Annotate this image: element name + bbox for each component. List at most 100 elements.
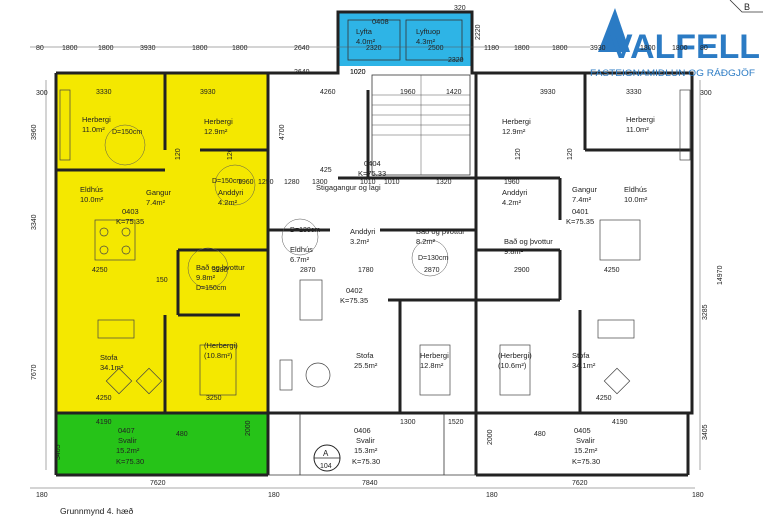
dim-text: 3285 (702, 304, 709, 320)
furniture (59, 89, 691, 396)
room-name: Stigagangur og lagi (316, 183, 381, 192)
dim-text: 1960 (400, 89, 416, 96)
dim-text: 2320 (366, 45, 382, 52)
room-area: 4.2m² (218, 198, 238, 207)
room-area: 15.3m² (354, 446, 378, 455)
dim-text: 480 (534, 431, 546, 438)
dim-text: 1800 (552, 45, 568, 52)
room-area: 11.0m² (82, 125, 105, 134)
dim-text: 2870 (424, 267, 440, 274)
dim-text: 3280 (212, 267, 228, 274)
circle-label: D=130cm (418, 255, 448, 262)
unit-labels: 0403 K=75.35 0404 K=75.33 0402 K=75.35 0… (116, 17, 600, 466)
dim-text: 120 (227, 148, 234, 160)
room-name: Bað og þvottur (504, 237, 553, 246)
dim-text: 425 (320, 167, 332, 174)
circle-labels: D=150cm D=150cm D=150cm D=130cm D=130cm (112, 129, 448, 292)
room-area: 15.2m² (574, 446, 598, 455)
dim-text: 3405 (702, 424, 709, 440)
dim-text: 4250 (604, 267, 620, 274)
dim-text: 1800 (232, 45, 248, 52)
dim-text: 1180 (484, 45, 499, 52)
logo-tagline: FASTEIGNAMIÐLUN OG RÁÐGJÖF (590, 68, 755, 79)
dim-text: 3250 (206, 395, 222, 402)
dim-text: 4700 (279, 124, 286, 140)
unit-id: 0406 (354, 426, 371, 435)
section-marker-letter: A (323, 449, 329, 458)
elevator-highlight (339, 12, 471, 66)
dim-text: 7620 (150, 480, 166, 487)
valfell-logo: VALFELL FASTEIGNAMIÐLUN OG RÁÐGJÖF (590, 8, 760, 79)
dim-text: 2320 (448, 57, 464, 64)
dim-text: 7670 (31, 364, 38, 380)
unit-id: 0401 (572, 207, 589, 216)
room-area: 4.0m² (356, 37, 376, 46)
dim-text: 1960 (238, 179, 254, 186)
dim-text: 3330 (96, 89, 112, 96)
dim-text: 3930 (140, 45, 156, 52)
unit-area: K=75.30 (352, 457, 380, 466)
dim-text: 120 (515, 148, 522, 160)
dim-text: 1800 (62, 45, 78, 52)
dim-text: 2900 (514, 267, 530, 274)
bottom-dimensions: 7620 7840 7620 180 180 180 180 4190 480 … (36, 395, 704, 499)
room-name: Herbergi (420, 351, 449, 360)
room-name: Svalir (118, 436, 137, 445)
circle-label: D=150cm (196, 285, 226, 292)
dim-text: 1800 (672, 45, 688, 52)
room-name: Svalir (576, 436, 595, 445)
room-name: (Herbergi) (498, 351, 532, 360)
interior-dimensions: 3330 3930 4700 4260 1960 1420 2640 425 1… (92, 57, 642, 284)
room-area: 25.5m² (354, 361, 378, 370)
dim-text: 1800 (514, 45, 530, 52)
dim-text: 4190 (612, 419, 628, 426)
dim-text: 180 (36, 492, 48, 499)
dim-text: 1780 (358, 267, 374, 274)
dim-text: 3930 (200, 89, 216, 96)
room-area: 10.0m² (80, 195, 104, 204)
room-area: 9.8m² (196, 273, 216, 282)
dim-text: 1020 (350, 69, 366, 76)
unit-id: 0407 (118, 426, 135, 435)
room-name: Stofa (572, 351, 590, 360)
dim-text: 150 (156, 277, 168, 284)
dim-text: 2000 (487, 429, 494, 445)
room-area: (10.8m²) (204, 351, 233, 360)
room-name: Bað og þvottur (416, 227, 465, 236)
room-area: 11.0m² (626, 125, 649, 134)
staircase (371, 74, 471, 176)
dim-text: 4250 (96, 395, 112, 402)
dim-text: 1300 (400, 419, 416, 426)
unit-area: K=75.33 (358, 169, 386, 178)
room-name: Herbergi (502, 117, 531, 126)
dim-text: 120 (567, 148, 574, 160)
dim-text: 1800 (98, 45, 114, 52)
dim-text: 300 (700, 90, 712, 97)
room-area: 12.8m² (420, 361, 444, 370)
logo-brand: VALFELL (610, 28, 760, 66)
dim-text: 1800 (192, 45, 208, 52)
room-area: 6.7m² (290, 255, 310, 264)
elevator-shafts (347, 19, 463, 61)
interior-walls (56, 73, 692, 413)
turning-circles (104, 124, 449, 289)
dim-text: 1020 (350, 69, 366, 76)
dim-text: 2220 (475, 24, 482, 40)
room-name: Stofa (356, 351, 374, 360)
dim-text: 3930 (590, 45, 606, 52)
room-area: 12.9m² (502, 127, 526, 136)
unit-id: 0402 (346, 286, 363, 295)
dim-text: 4250 (596, 395, 612, 402)
room-area: 3.2m² (350, 237, 370, 246)
dim-text: 4250 (92, 267, 108, 274)
dim-text: 80 (36, 45, 44, 52)
dim-text: 14970 (717, 265, 724, 285)
room-name: Herbergi (626, 115, 655, 124)
room-area: (10.6m²) (498, 361, 527, 370)
dim-text: 80 (700, 45, 708, 52)
room-area: 4.2m² (502, 198, 522, 207)
room-name: Lyftuop (416, 27, 440, 36)
dimension-lines (30, 46, 701, 489)
